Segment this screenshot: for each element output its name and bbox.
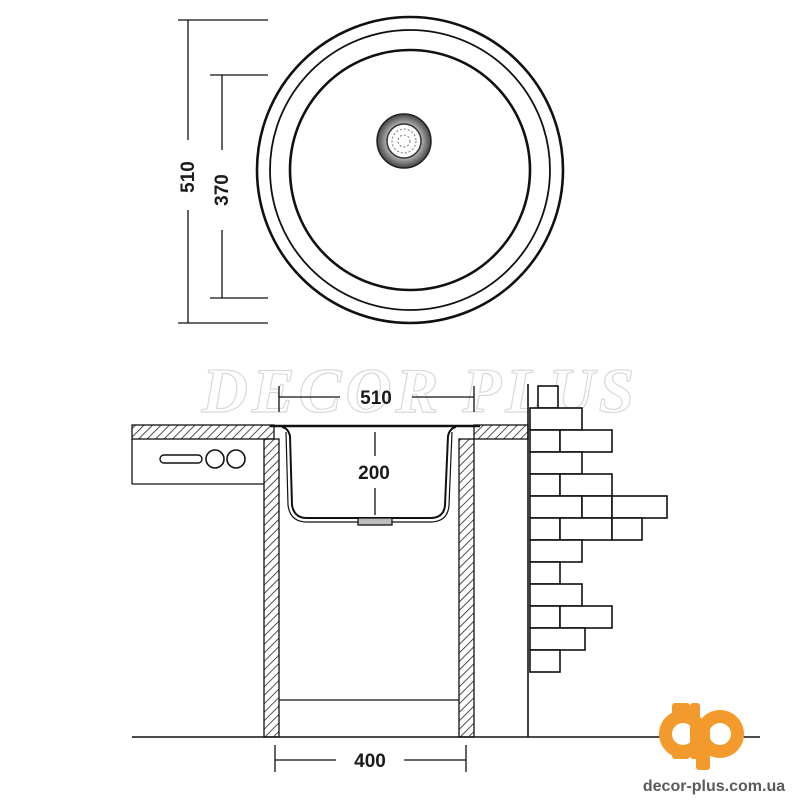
cabinet-width-label: 400 [354,751,386,772]
side-view: 510 200 [131,384,760,772]
logo-p-letter [696,710,744,770]
countertop-right [473,424,529,440]
brand-website: decor-plus.com.ua [643,778,785,795]
bowl-diameter-dimension [210,74,268,299]
width-dimension [278,386,475,412]
drain-outlet [357,517,393,526]
top-view: 510 370 [178,15,565,325]
drain-icon [376,113,432,169]
cabinet-right-panel [458,438,475,738]
width-label: 510 [360,388,392,409]
outer-diameter-dimension [178,19,268,324]
drawer-handle-icon [159,449,246,469]
bowl-diameter-label: 370 [212,174,233,206]
sink-rim-inner [269,29,551,311]
brick-wall [527,384,668,737]
cabinet-left-panel [263,438,280,738]
sink-outer-rim [255,15,565,325]
brand-logo: decor-plus.com.ua [643,703,785,795]
depth-label: 200 [358,463,390,484]
countertop-left [131,424,275,440]
outer-diameter-label: 510 [178,161,199,193]
sink-bowl [288,48,532,292]
cabinet-width-dimension [274,745,467,772]
